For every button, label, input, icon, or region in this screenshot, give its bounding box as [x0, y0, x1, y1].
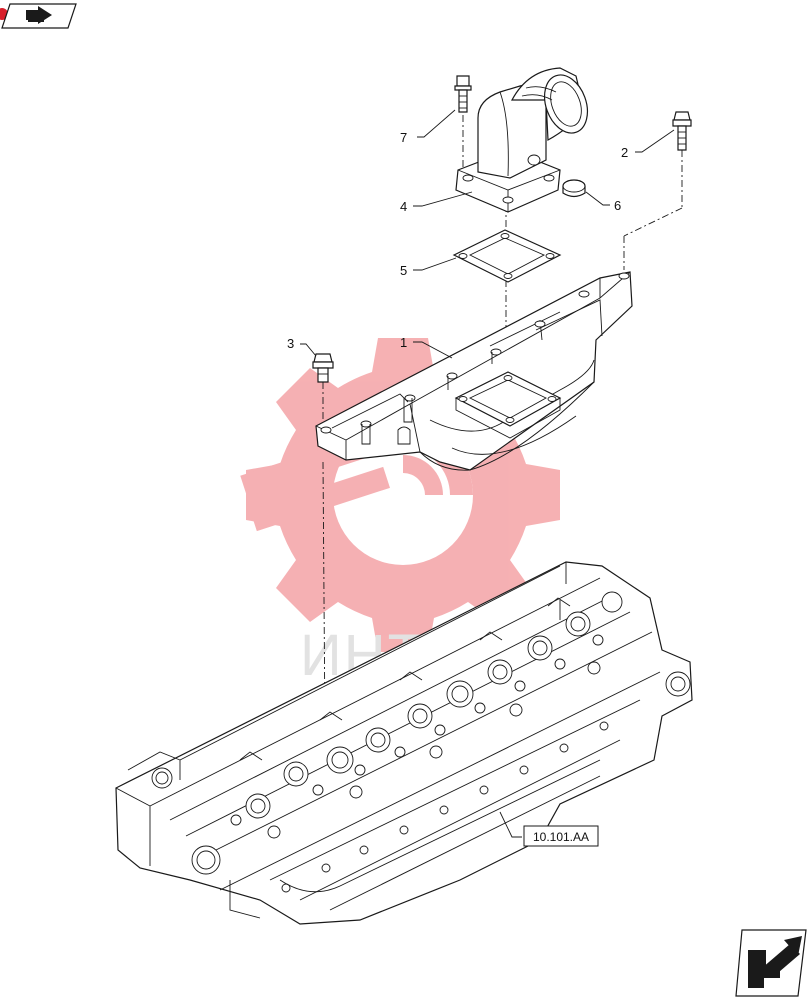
callout-2: 2: [621, 145, 628, 160]
part-6-plug[interactable]: [562, 179, 586, 198]
reference-label: 10.101.AA: [533, 830, 589, 844]
cylinder-head[interactable]: [115, 561, 693, 925]
part-4-elbow-outlet[interactable]: [455, 67, 595, 213]
previous-page-arrow-icon[interactable]: [0, 3, 77, 29]
callout-7: 7: [400, 130, 407, 145]
part-1-intake-manifold[interactable]: [315, 271, 633, 471]
callout-4: 4: [400, 199, 407, 214]
next-page-arrow-icon[interactable]: [735, 929, 807, 997]
callout-3: 3: [287, 336, 294, 351]
leader-lines: [300, 109, 675, 838]
callout-5: 5: [400, 263, 407, 278]
callout-1: 1: [400, 335, 407, 350]
part-7-bolt[interactable]: [454, 75, 472, 113]
part-5-gasket[interactable]: [452, 229, 562, 283]
reference-link-10-101-aa[interactable]: 10.101.AA: [523, 825, 599, 847]
callout-6: 6: [614, 198, 621, 213]
part-3-bolt[interactable]: [312, 353, 334, 383]
part-2-bolt[interactable]: [672, 111, 692, 151]
